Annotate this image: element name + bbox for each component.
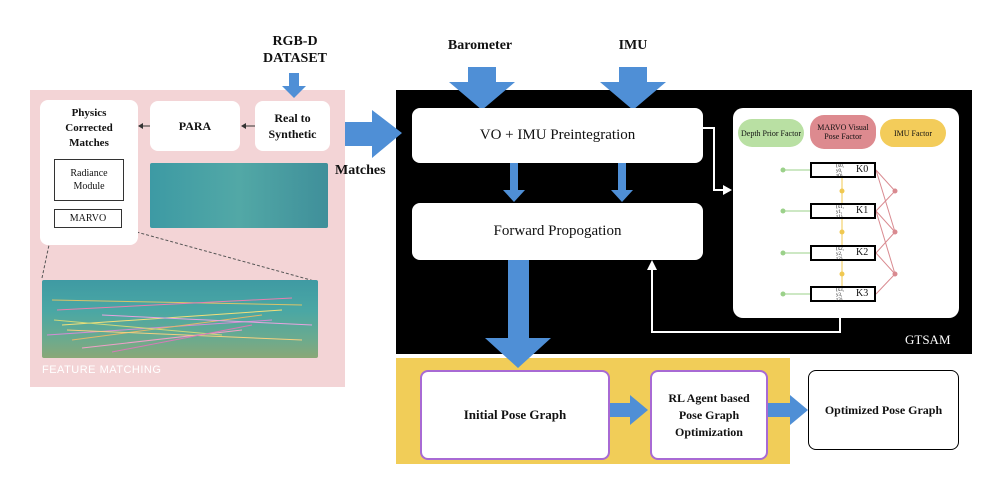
imu-factor-legend: IMU Factor bbox=[880, 119, 946, 147]
para-box: PARA bbox=[150, 101, 240, 151]
barometer-label: Barometer bbox=[447, 38, 513, 53]
matches-label: Matches bbox=[335, 163, 386, 178]
barometer-arrow bbox=[449, 67, 515, 110]
vo-forward-arrow-left bbox=[503, 163, 525, 202]
real-to-synthetic-box: Real to Synthetic bbox=[255, 101, 330, 151]
keyframe-k3-coords: (x3, y3, z3) bbox=[836, 288, 844, 303]
keyframe-k2-label: K2 bbox=[856, 247, 869, 258]
keyframe-k1 bbox=[810, 203, 876, 219]
para-label: PARA bbox=[178, 118, 212, 133]
keyframe-k0-label: K0 bbox=[856, 164, 869, 175]
feature-matching-label: FEATURE MATCHING bbox=[42, 364, 162, 376]
vo-forward-arrow-right bbox=[611, 163, 633, 202]
real-to-synthetic-label: Real to Synthetic bbox=[268, 111, 317, 141]
depth-prior-factor-legend: Depth Prior Factor bbox=[738, 119, 804, 147]
gtsam-label: GTSAM bbox=[905, 332, 951, 347]
keyframe-k2-coords: (x2, y2, z2) bbox=[836, 247, 844, 262]
imu-arrow bbox=[600, 67, 666, 110]
matches-arrow bbox=[345, 110, 402, 158]
dataset-label: RGB-D DATASET bbox=[262, 34, 328, 66]
forward-propagation-label: Forward Propogation bbox=[493, 223, 622, 239]
initial-pose-graph-box: Initial Pose Graph bbox=[420, 370, 610, 460]
marvo-box: MARVO bbox=[54, 209, 122, 228]
optimized-pose-graph-box: Optimized Pose Graph bbox=[808, 370, 959, 450]
feature-matches-image bbox=[42, 280, 318, 358]
vo-imu-preintegration-label: VO + IMU Preintegration bbox=[479, 127, 636, 143]
rl-optimized-arrow bbox=[768, 395, 808, 425]
radiance-module-box: Radiance Module bbox=[54, 159, 124, 201]
imu-label: IMU bbox=[618, 38, 648, 53]
marvo-visual-pose-factor-legend: MARVO Visual Pose Factor bbox=[810, 115, 876, 149]
vo-imu-preintegration-box: VO + IMU Preintegration bbox=[412, 108, 703, 163]
marvo-label: MARVO bbox=[69, 213, 107, 224]
keyframe-k2 bbox=[810, 245, 876, 261]
rl-agent-label: RL Agent based Pose Graph Optimization bbox=[668, 390, 750, 439]
rl-agent-box: RL Agent based Pose Graph Optimization bbox=[650, 370, 768, 460]
dataset-arrow bbox=[282, 73, 306, 98]
keyframe-k0 bbox=[810, 162, 876, 178]
keyframe-k1-label: K1 bbox=[856, 205, 869, 216]
initial-pose-graph-label: Initial Pose Graph bbox=[463, 407, 567, 422]
keyframe-k3-label: K3 bbox=[856, 288, 869, 299]
optimized-pose-graph-label: Optimized Pose Graph bbox=[824, 402, 943, 417]
keyframe-k3 bbox=[810, 286, 876, 302]
physics-corrected-title: Physics Corrected Matches bbox=[65, 107, 113, 149]
keyframe-k1-coords: (x1, y1, z1) bbox=[836, 205, 844, 220]
forward-propagation-box: Forward Propogation bbox=[412, 203, 703, 260]
keyframe-k0-coords: (x0, y0, z0) bbox=[836, 164, 844, 179]
initial-rl-arrow bbox=[610, 395, 648, 425]
radiance-module-label: Radiance Module bbox=[70, 168, 108, 192]
synthetic-underwater-image bbox=[150, 163, 328, 228]
forward-initial-arrow bbox=[485, 260, 551, 368]
